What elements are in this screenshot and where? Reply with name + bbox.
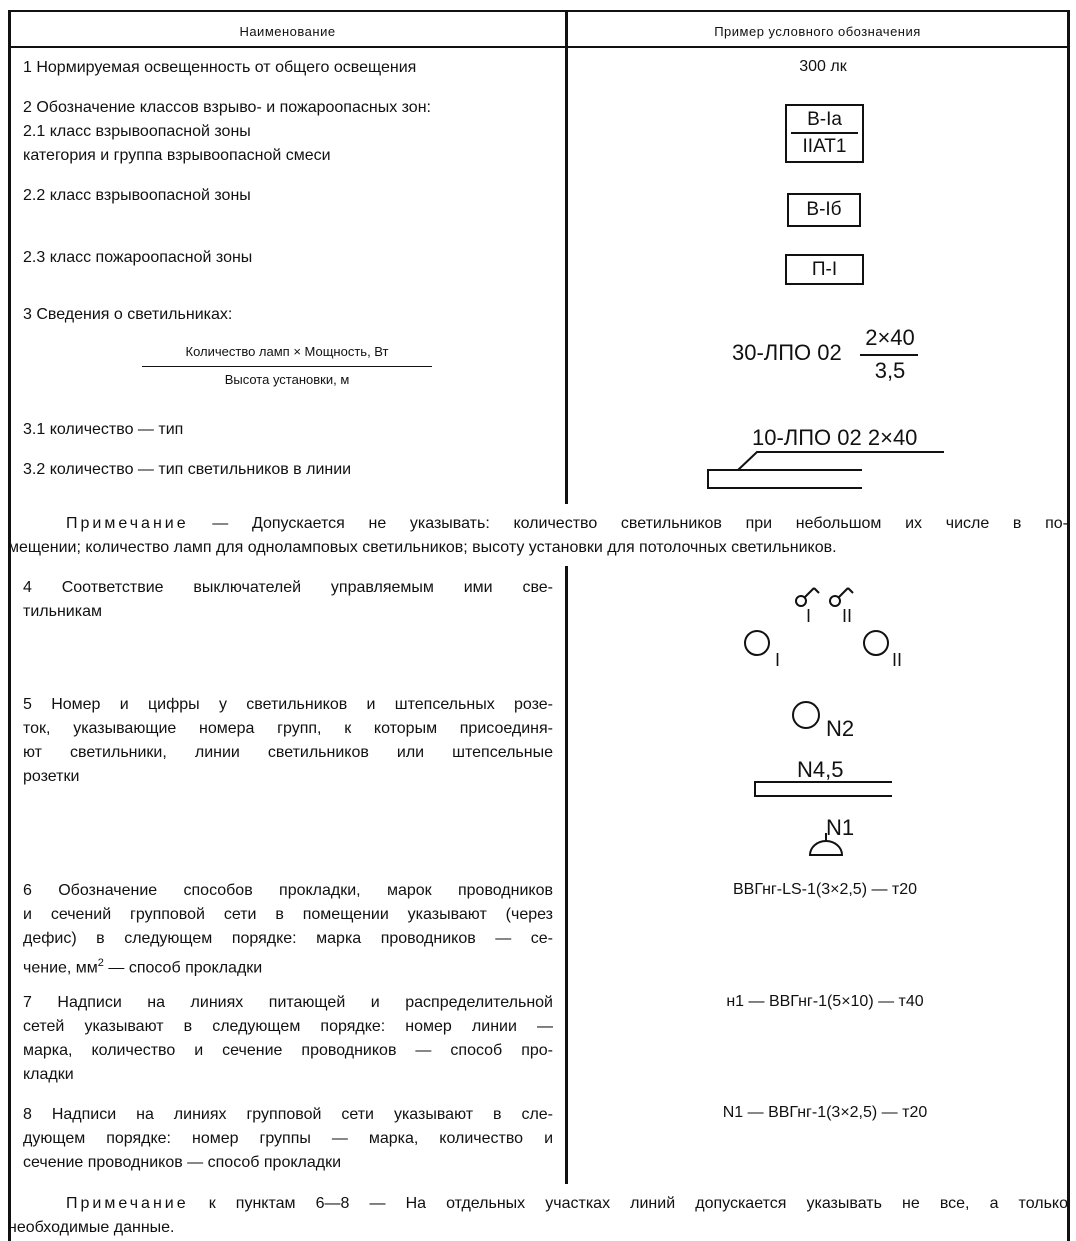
row-5-line-1: 5 Номер и цифры у светильников и штепсел… <box>23 696 553 713</box>
row-6-superscript: 2 <box>97 957 104 969</box>
row-5-text: 5 Номер и цифры у светильников и штепсел… <box>23 693 553 789</box>
fire-zone-box: П-I <box>785 254 864 285</box>
note-1: Примечание — Допускается не указывать: к… <box>8 512 1068 560</box>
note-1-label: Примечание <box>66 515 189 532</box>
note-2-line-1: к пунктам 6—8 — На отдельных участках ли… <box>188 1195 1068 1212</box>
explosive-zone-box: В-Iб <box>787 193 861 227</box>
table-right-border <box>1067 10 1070 1241</box>
row-7-line-1: 7 Надписи на линиях питающей и распредел… <box>23 994 553 1011</box>
row-4-text: 4 Соответствие выключателей управляемым … <box>23 576 553 624</box>
lamp-group-label: N2 <box>826 716 855 741</box>
row-7-example: н1 — ВВГнг-1(5×10) — т40 <box>726 993 924 1010</box>
row-6-line-4: чение, мм2 — способ прокладки <box>23 957 263 977</box>
header-example: Пример условного обозначения <box>714 24 921 39</box>
table-left-border <box>8 10 11 1241</box>
row-3-text: 3 Сведения о светильниках: <box>23 306 233 323</box>
lamp-1-label: I <box>775 650 781 670</box>
socket-group-label: N1 <box>826 815 855 840</box>
row-2-3-text: 2.3 класс пожароопасной зоны <box>23 249 253 266</box>
row-2-2-text: 2.2 класс взрывоопасной зоны <box>23 187 251 204</box>
fraction-denominator: Высота установки, м <box>224 372 350 387</box>
note-1-line-2: мещении; количество ламп для одноламповы… <box>8 539 837 556</box>
row-6-line-1: 6 Обозначение способов прокладки, марок … <box>23 882 553 899</box>
note-2: Примечание к пунктам 6—8 — На отдельных … <box>8 1192 1068 1240</box>
row-4-line-1: 4 Соответствие выключателей управляемым … <box>23 579 553 596</box>
row-8-line-1: 8 Надписи на линиях групповой сети указы… <box>23 1106 553 1123</box>
note-1-bottom-border <box>565 566 568 567</box>
luminaire-numerator: 2×40 <box>865 325 915 350</box>
zone-class-top: В-Iа <box>807 109 842 130</box>
row-3-1-text: 3.1 количество — тип <box>23 421 184 438</box>
row-6-line-2: и сечений групповой сети в помещении ука… <box>23 906 553 923</box>
row-5-line-3: ют светильники, линии светильников или ш… <box>23 744 553 761</box>
row-8-text: 8 Надписи на линиях групповой сети указы… <box>23 1103 553 1175</box>
row-7-line-2: сетей указывают в следующем порядке: ном… <box>23 1018 553 1035</box>
column-divider-middle <box>565 566 568 1184</box>
luminaire-prefix: 30-ЛПО 02 <box>732 340 842 365</box>
line-group-label: N4,5 <box>797 757 844 782</box>
note-2-label: Примечание <box>66 1195 189 1212</box>
row-3-2-text: 3.2 количество — тип светильников в лини… <box>23 461 352 478</box>
luminaire-line-label: 10-ЛПО 02 2×40 <box>752 425 918 450</box>
row-5-line-4: розетки <box>23 768 80 785</box>
row-2-line-2: 2.1 класс взрывоопасной зоны <box>23 123 251 140</box>
row-1-text: 1 Нормируемая освещенность от общего осв… <box>23 59 417 76</box>
fraction-bar <box>142 366 432 367</box>
row-4-line-2: тильникам <box>23 603 102 620</box>
note-2-line-2: необходимые данные. <box>8 1219 175 1236</box>
zone-class-box: В-Iа IIАТ1 <box>785 104 864 163</box>
zone-class-bottom: IIАТ1 <box>802 136 847 157</box>
row-8-line-2: дующем порядке: номер группы — марка, ко… <box>23 1130 553 1147</box>
switch-1-label: I <box>806 606 812 626</box>
note-1-line-1: — Допускается не указывать: количество с… <box>188 515 1068 532</box>
row-7-text: 7 Надписи на линиях питающей и распредел… <box>23 991 553 1087</box>
row-1-example: 300 лк <box>799 58 847 75</box>
luminaire-denominator: 3,5 <box>874 358 906 383</box>
row-2-line-1: 2 Обозначение классов взрыво- и пожарооп… <box>23 99 431 116</box>
switch-2-label: II <box>842 606 853 626</box>
row-7-line-3: марка, количество и сечение проводников … <box>23 1042 553 1059</box>
fraction-numerator: Количество ламп × Мощность, Вт <box>185 344 389 359</box>
row-7-line-4: кладки <box>23 1066 74 1083</box>
table-top-border <box>8 10 1070 12</box>
luminaire-fraction-bar <box>860 354 918 356</box>
row-6-example: ВВГнг-LS-1(3×2,5) — т20 <box>732 881 918 898</box>
row-6-text: 6 Обозначение способов прокладки, марок … <box>23 879 553 980</box>
lamp-2-label: II <box>892 650 903 670</box>
row-6-line-3: дефис) в следующем порядке: марка провод… <box>23 930 553 947</box>
row-8-example: N1 — ВВГнг-1(3×2,5) — т20 <box>722 1104 928 1121</box>
row-5-line-2: ток, указывающие номера групп, к которым… <box>23 720 553 737</box>
zone-class-divider <box>791 132 858 134</box>
row-2-line-3: категория и группа взрывоопасной смеси <box>23 147 331 164</box>
column-divider-top <box>565 10 568 504</box>
row-8-line-3: сечение проводников — способ прокладки <box>23 1154 342 1171</box>
header-name: Наименование <box>239 24 336 39</box>
header-bottom-border <box>8 46 1070 48</box>
